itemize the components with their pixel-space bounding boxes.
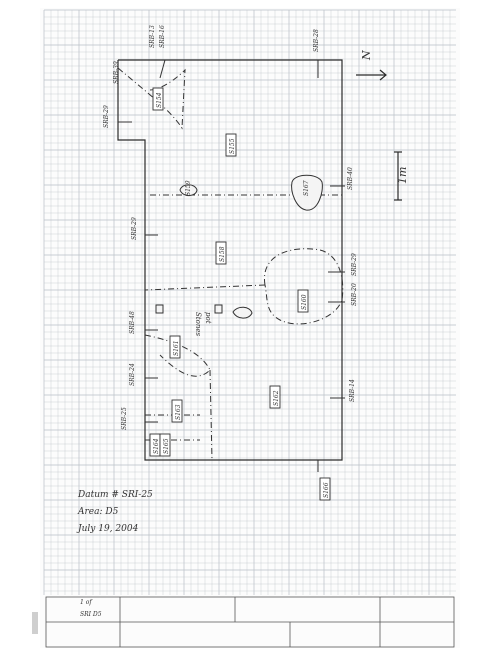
- feature-f5: S160: [301, 294, 308, 310]
- graph-grid: [43, 9, 456, 595]
- edge-marks: [32, 612, 38, 634]
- feature-f4: S158: [219, 246, 226, 262]
- feature-boxes: [149, 87, 331, 501]
- feature-f2: S155: [229, 138, 236, 154]
- elev-top-right: SRB-28: [313, 29, 320, 52]
- north-label: N: [360, 50, 373, 61]
- elev-left-mid: SRB-29: [131, 217, 138, 240]
- elev-left-edge: SRB-29: [103, 105, 110, 128]
- elevation-leaders: [118, 59, 345, 472]
- notes-block: Datum # SRI-25 Area: D5 July 19, 2004: [76, 490, 153, 534]
- elev-left-box: SRB-39: [113, 61, 120, 84]
- scale-bar: [394, 151, 402, 201]
- elev-left-low-2: SRB-24: [129, 363, 136, 386]
- feature-f6: S161: [173, 340, 180, 356]
- note-date: July 19, 2004: [76, 524, 139, 534]
- elev-top-left-b: SRB-16: [159, 25, 166, 48]
- stones-label: Stones: [194, 312, 202, 336]
- feature-f9: S164: [153, 438, 160, 454]
- elev-left-low-3: SRB-25: [121, 407, 128, 430]
- title-sheet-no: 1 of: [80, 599, 93, 606]
- feature-f7: S162: [273, 390, 280, 406]
- note-datum: Datum # SRI-25: [77, 490, 153, 500]
- paper-area: [40, 8, 460, 648]
- scale-label: 1m: [396, 167, 409, 184]
- title-block: [45, 596, 455, 648]
- elev-left-low: SRB-48: [129, 311, 136, 334]
- elev-right-2: SRB-29: [351, 253, 358, 276]
- feature-f10: S165: [163, 438, 170, 454]
- feature-f11: S166: [323, 482, 330, 498]
- pot-label: pot: [204, 312, 212, 324]
- stone-sketches: [155, 174, 323, 319]
- note-area: Area: D5: [77, 507, 119, 517]
- feature-f8: S163: [175, 404, 182, 420]
- feature-f1: S154: [156, 92, 163, 108]
- elev-right-4: SRB-14: [349, 379, 356, 402]
- elev-top-left-a: SRB-13: [149, 25, 156, 48]
- north-arrow: [356, 69, 387, 81]
- title-site: SRI D5: [80, 611, 102, 618]
- elevation-readings: SRB-28 SRB-13 SRB-16 SRB-39 SRB-29 SRB-4…: [103, 25, 358, 430]
- feature-f12: S167: [303, 180, 310, 196]
- elev-right-3: SRB-20: [351, 283, 358, 306]
- feature-numbers: S154 S155 S159 S158 S160 S161 S162 S163 …: [153, 92, 330, 498]
- feature-f3: S159: [185, 180, 192, 196]
- unit-outline: [117, 59, 343, 461]
- elev-right-1: SRB-40: [347, 167, 354, 190]
